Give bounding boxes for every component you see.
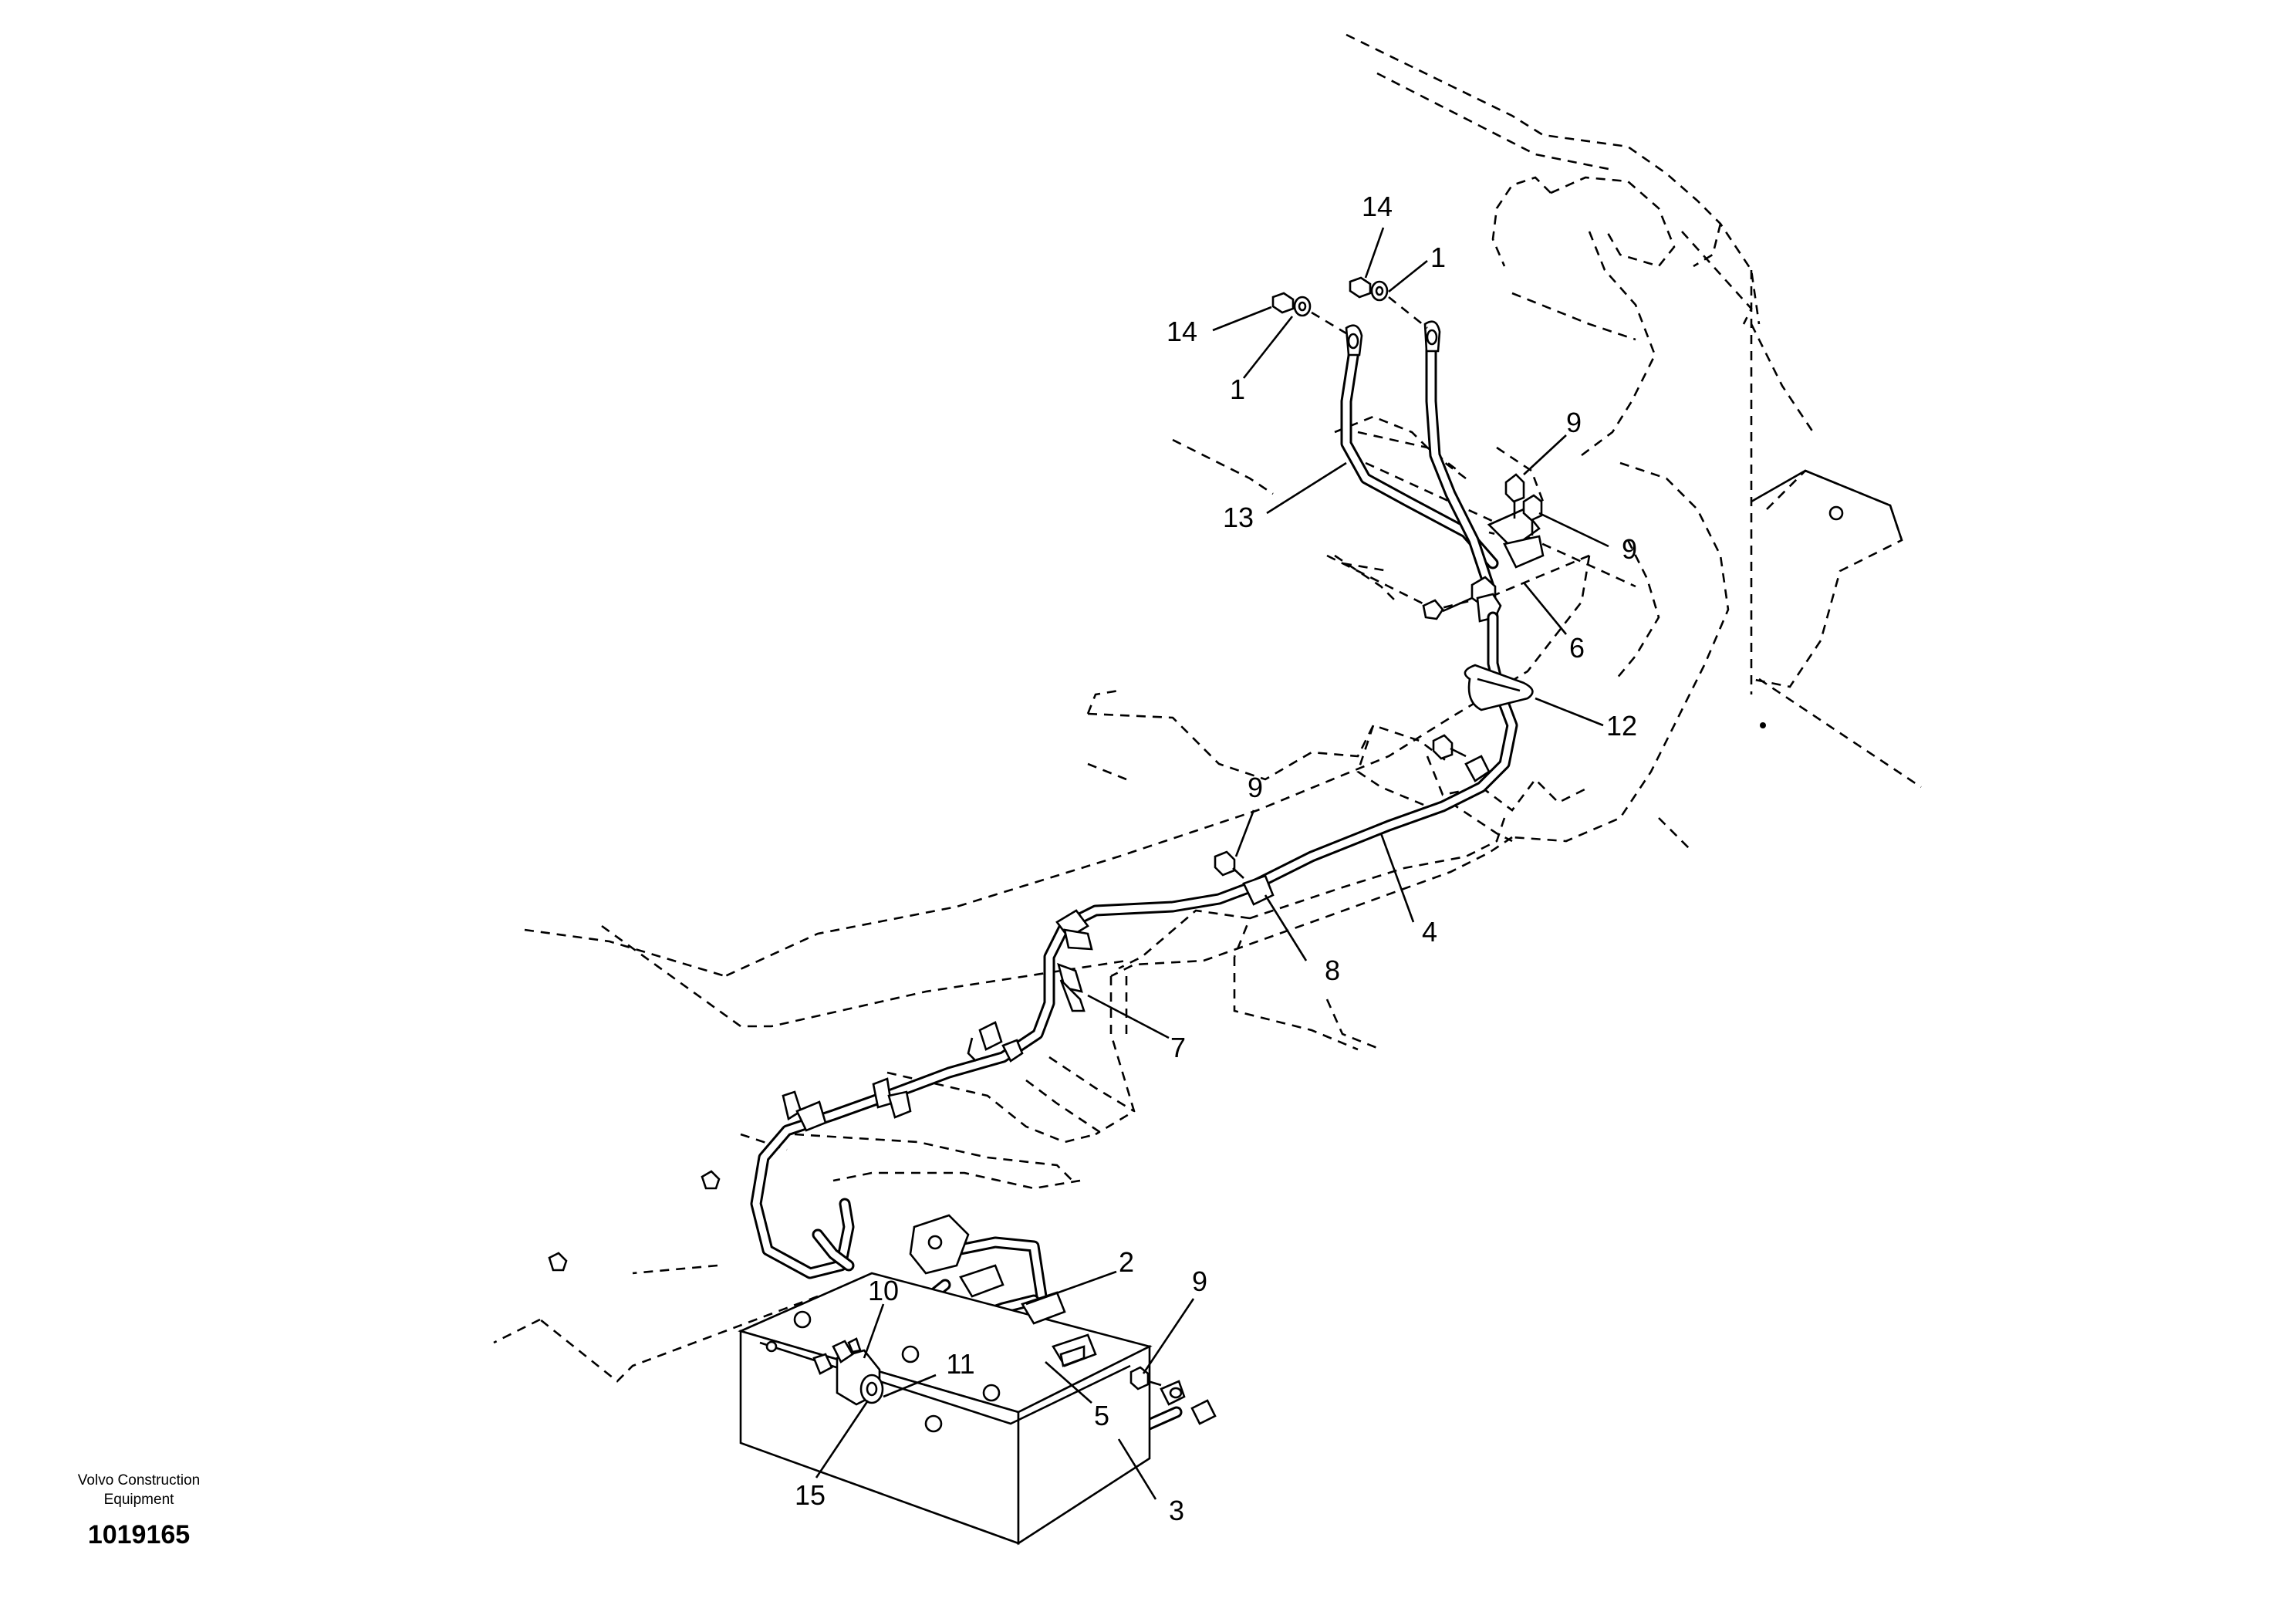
company-line-1: Volvo Construction [77, 1472, 201, 1489]
callout-9-mid: 9 [1248, 772, 1263, 803]
callout-4: 4 [1422, 916, 1437, 948]
cable-13-lugs [1345, 320, 1441, 357]
grommet-12 [1464, 664, 1534, 711]
loose-bolts [548, 1170, 721, 1272]
callout-1-upper: 1 [1430, 242, 1446, 273]
callout-9-right: 9 [1622, 533, 1637, 565]
upper-clamps [1422, 473, 1545, 623]
callout-12: 12 [1606, 710, 1637, 742]
callout-14-left: 14 [1167, 316, 1197, 347]
callout-5: 5 [1094, 1400, 1109, 1431]
callout-7: 7 [1170, 1032, 1186, 1063]
callout-2: 2 [1119, 1246, 1134, 1278]
callout-8: 8 [1325, 955, 1340, 986]
mid-clamps [782, 734, 1491, 1132]
cable-3-lug [1129, 1366, 1217, 1425]
frame-bracket [1751, 469, 1903, 728]
leader-lines [815, 227, 1609, 1500]
callout-14-upper: 14 [1362, 191, 1393, 222]
company-name: Volvo Construction Equipment [46, 1471, 231, 1509]
nuts-washers [1271, 276, 1428, 335]
callout-11: 11 [946, 1348, 974, 1380]
callout-1-left: 1 [1230, 373, 1245, 405]
callout-3: 3 [1169, 1495, 1184, 1526]
callout-9-top: 9 [1566, 407, 1582, 438]
phantom-outlines [493, 33, 1922, 1383]
callout-10: 10 [868, 1275, 899, 1306]
callout-13: 13 [1223, 502, 1254, 533]
company-line-2: Equipment [103, 1492, 174, 1508]
callout-labels: 14 1 14 1 9 9 13 6 12 9 4 8 7 2 9 10 11 … [795, 191, 1637, 1526]
callout-15: 15 [795, 1479, 826, 1511]
cable-4 [750, 611, 1518, 1279]
battery [738, 1214, 1153, 1546]
terminal-10-15 [812, 1337, 884, 1406]
callout-9-battery: 9 [1192, 1265, 1207, 1297]
callout-6: 6 [1569, 632, 1585, 664]
drawing-number: 1019165 [87, 1520, 191, 1549]
